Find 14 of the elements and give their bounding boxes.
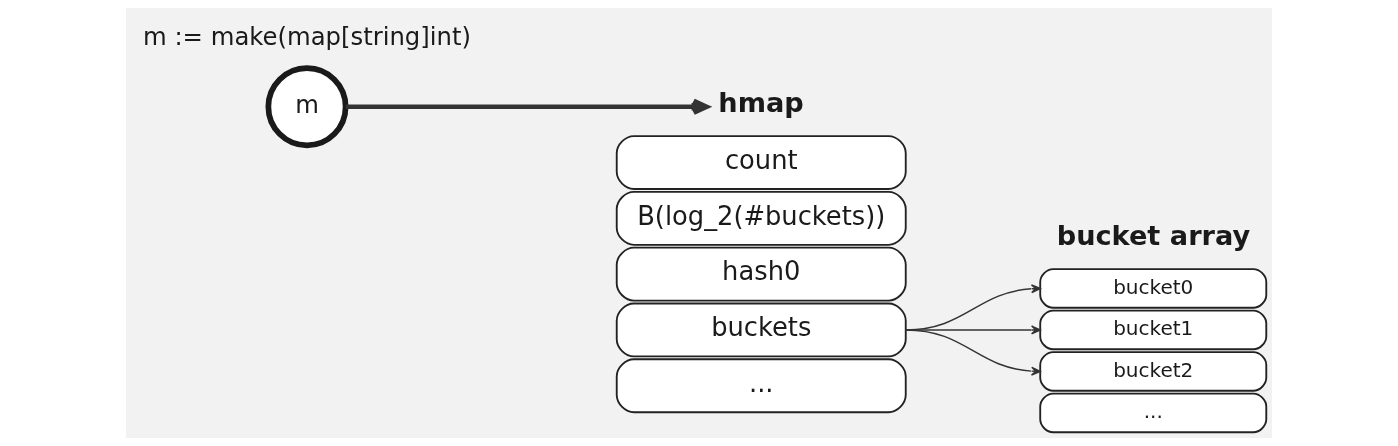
- node-text: hmap: [718, 87, 804, 119]
- node-box: bucket1: [1039, 309, 1268, 351]
- node-box: bucket0: [1039, 268, 1268, 309]
- node-box: bucket2: [1039, 351, 1268, 392]
- node-box: buckets: [615, 302, 907, 358]
- node-box: count: [615, 135, 907, 190]
- node-circle: m: [265, 65, 349, 149]
- arrow: [905, 329, 1041, 376]
- label: m := make(map[string]int): [143, 22, 471, 52]
- node-box: ...: [1039, 392, 1268, 434]
- node-box: ...: [615, 358, 907, 414]
- node-box: B(log_2(#buckets)): [615, 190, 907, 246]
- node-box: hash0: [615, 246, 907, 302]
- label: bucket array: [1056, 220, 1251, 252]
